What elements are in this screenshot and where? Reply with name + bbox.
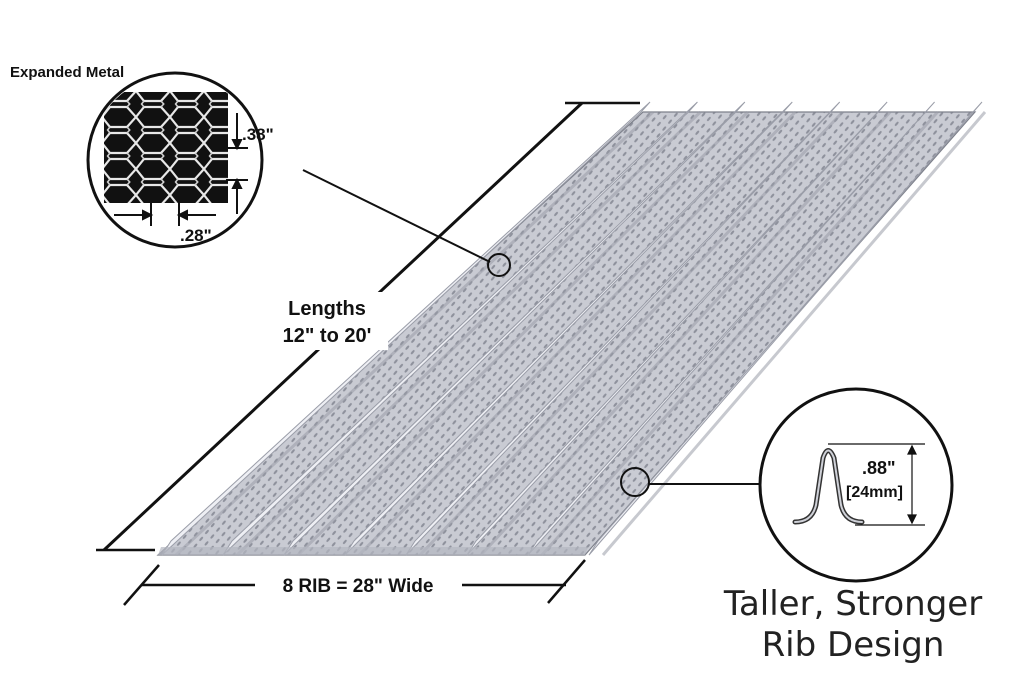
rib-group [161, 101, 987, 557]
length-dimension: Lengths 12" to 20' [96, 101, 640, 552]
mesh-height-label: .38" [242, 125, 274, 144]
mesh-dimension-marks [114, 113, 248, 226]
caption-line1: Taller, Stronger [723, 584, 982, 624]
length-label-line1: Lengths [288, 298, 366, 320]
rib-shadow-6 [479, 110, 892, 557]
rib-shadow-4 [357, 110, 797, 557]
rib-2 [222, 101, 698, 556]
rib-1 [161, 101, 651, 556]
expanded-metal-photo [104, 92, 228, 203]
rib-shadow-5 [418, 110, 844, 557]
expanded-metal-callout-marker [487, 253, 511, 277]
rib-shadow-1 [174, 110, 655, 557]
rib-8 [588, 101, 983, 556]
rib-dimension-marks [828, 443, 925, 526]
rib-3 [283, 101, 746, 556]
rib-shadow-7 [540, 111, 939, 556]
rib-profile-inset: .88" [24mm] [620, 387, 954, 583]
rib-height-mm-label: [24mm] [846, 484, 903, 501]
length-label-line2: 12" to 20' [283, 325, 372, 347]
rib-height-inch-label: .88" [862, 458, 896, 478]
expanded-metal-inset: Expanded Metal .38" .28" [10, 64, 511, 277]
rib-7 [527, 101, 935, 556]
width-label: 8 RIB = 28" Wide [283, 576, 434, 597]
rib-shadow-3 [296, 110, 749, 557]
expanded-metal-title: Expanded Metal [10, 64, 124, 81]
rib-shadow-8 [601, 111, 987, 556]
rib-4 [344, 101, 793, 556]
rib-callout-marker [620, 467, 650, 497]
rib-6 [466, 101, 888, 556]
gutter-guard-panel [156, 101, 987, 557]
rib-shadow-2 [235, 110, 702, 557]
rib-5 [405, 101, 841, 556]
mesh-width-label: .28" [180, 226, 212, 245]
caption-line2: Rib Design [762, 625, 945, 665]
width-dimension: 8 RIB = 28" Wide [123, 559, 586, 606]
